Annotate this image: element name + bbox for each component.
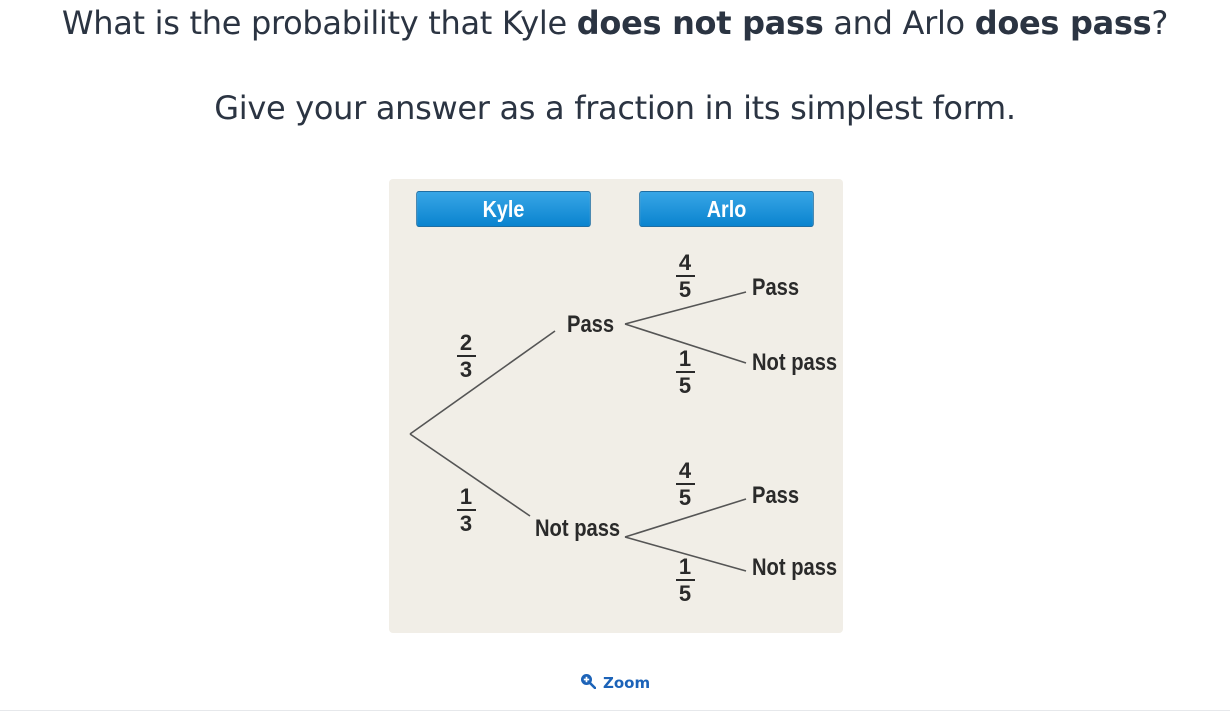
fraction-bar: [675, 275, 695, 277]
question-text: What is the probability that Kyle does n…: [0, 3, 1230, 43]
kyle-pass-probability: 2 3: [451, 330, 481, 382]
tree-branches: [409, 291, 747, 572]
branch-notpass-arlo-not-pass: [624, 536, 747, 572]
question-emphasis-1: does not pass: [576, 4, 824, 42]
fraction-denominator: 5: [678, 277, 692, 302]
arlo-pass-probability-after-not-pass: 4 5: [670, 458, 700, 510]
arlo-pass-label-after-pass: Pass: [752, 274, 800, 301]
arlo-not-pass-probability-after-not-pass: 1 5: [670, 554, 700, 606]
branch-pass-arlo-pass: [624, 291, 747, 325]
zoom-in-icon: [580, 673, 597, 693]
fraction-bar: [675, 579, 695, 581]
zoom-button[interactable]: Zoom: [580, 672, 650, 694]
branch-kyle-pass: [409, 330, 556, 435]
fraction-numerator: 1: [678, 554, 692, 579]
kyle-header: Kyle: [416, 191, 591, 227]
arlo-pass-label-after-not-pass: Pass: [752, 482, 800, 509]
branch-kyle-not-pass: [409, 433, 531, 517]
branch-notpass-arlo-pass: [624, 498, 747, 538]
fraction-denominator: 3: [459, 357, 473, 382]
fraction-numerator: 4: [678, 458, 692, 483]
question-emphasis-2: does pass: [974, 4, 1152, 42]
fraction-numerator: 2: [459, 330, 473, 355]
arlo-not-pass-label-after-not-pass: Not pass: [752, 554, 838, 581]
kyle-pass-label: Pass: [567, 311, 615, 338]
question-part-3: ?: [1151, 4, 1169, 42]
instruction-text: Give your answer as a fraction in its si…: [214, 89, 1016, 127]
question-part-2: and Arlo: [823, 4, 975, 42]
fraction-denominator: 3: [459, 511, 473, 536]
arlo-header: Arlo: [639, 191, 814, 227]
arlo-pass-probability-after-pass: 4 5: [670, 250, 700, 302]
fraction-numerator: 1: [459, 484, 473, 509]
fraction-denominator: 5: [678, 581, 692, 606]
question-part-1: What is the probability that Kyle: [61, 4, 577, 42]
fraction-denominator: 5: [678, 485, 692, 510]
fraction-denominator: 5: [678, 373, 692, 398]
zoom-label: Zoom: [603, 674, 651, 692]
arlo-not-pass-probability-after-pass: 1 5: [670, 346, 700, 398]
branch-pass-arlo-not-pass: [624, 323, 747, 364]
fraction-bar: [675, 483, 695, 485]
fraction-numerator: 1: [678, 346, 692, 371]
fraction-bar: [456, 355, 476, 357]
arlo-not-pass-label-after-pass: Not pass: [752, 349, 838, 376]
fraction-bar: [675, 371, 695, 373]
kyle-not-pass-label: Not pass: [535, 515, 621, 542]
kyle-not-pass-probability: 1 3: [451, 484, 481, 536]
fraction-bar: [456, 509, 476, 511]
bottom-divider: [0, 710, 1230, 711]
fraction-numerator: 4: [678, 250, 692, 275]
tree-diagram: Kyle Arlo 2 3 1 3 Pass Not pass 4 5 1 5 …: [389, 179, 843, 633]
